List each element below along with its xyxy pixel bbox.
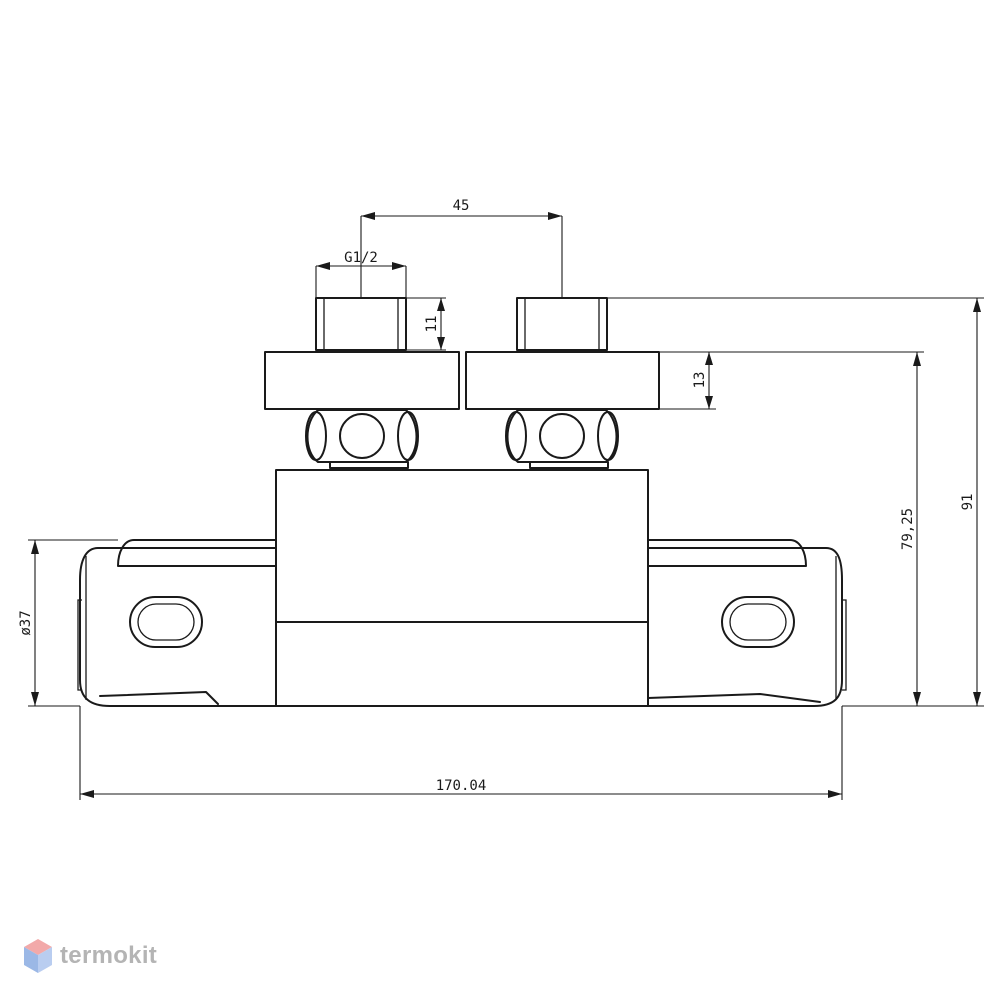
dimension-diameter: ø37 [18, 539, 118, 707]
dimension-spacing: 45 [360, 198, 563, 298]
dimension-overall-height: 91 [607, 297, 984, 707]
brand-logo: termokit [22, 934, 157, 978]
left-handle-grip-slot [129, 596, 203, 648]
right-nut [505, 409, 619, 469]
dimension-overall-width: 170.04 [79, 706, 843, 800]
right-handle [647, 539, 847, 707]
dimension-flange-height: 13 [659, 352, 716, 410]
hexagon-icon [24, 939, 52, 973]
dimension-thread-length-label: 11 [424, 316, 440, 333]
dimension-overall-height-label: 91 [960, 494, 976, 511]
right-threaded-inlet [516, 297, 608, 351]
dimension-thread: G1/2 [315, 250, 407, 298]
dimension-flange-height-label: 13 [692, 372, 708, 389]
dimension-inlet-height-label: 79,25 [900, 508, 916, 550]
dimension-diameter-label: ø37 [18, 610, 34, 635]
dimension-inlet-height: 79,25 [659, 351, 924, 707]
dimension-overall-width-label: 170.04 [436, 778, 487, 794]
center-body [275, 469, 649, 707]
left-threaded-inlet [315, 297, 407, 351]
left-handle [77, 539, 277, 707]
dimension-thread-label: G1/2 [344, 250, 378, 266]
dimension-thread-length: 11 [406, 297, 446, 351]
brand-name: termokit [60, 942, 158, 969]
right-handle-grip-slot [721, 596, 795, 648]
left-nut [305, 409, 419, 469]
left-flange [264, 351, 460, 410]
dimension-spacing-label: 45 [453, 198, 470, 214]
right-flange [465, 351, 660, 410]
